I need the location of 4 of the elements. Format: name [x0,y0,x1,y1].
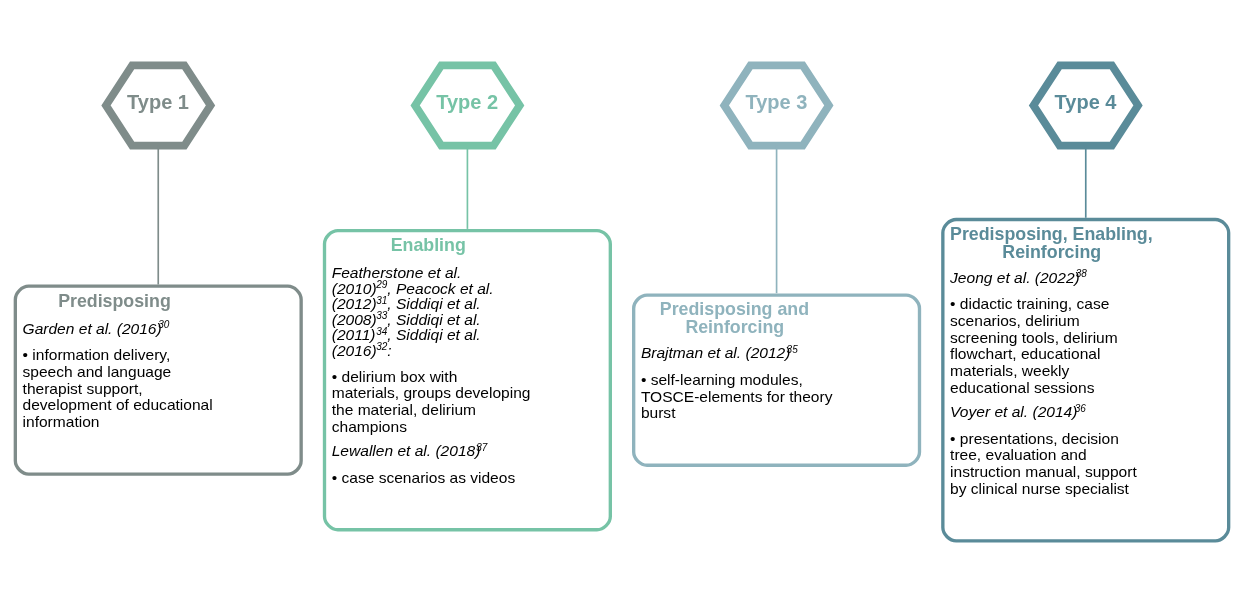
node-box: Predisposing, Enabling, Reinforcing Jeong et al. (2022)$^{38}$ • didactic training, case scenarios, delirium screening tools, delirium flowchart, educational materials, weekly educational sessions Voyer et al. (2014)$^{36}$ • presentations, decision tree, evaluation and instruction manual, support by clinical nurse specialist [941,217,1231,543]
node-box: Predisposing and Reinforcing Brajtman et al. (2012)$^{35}$ • self-learning modules, TOSCE-elements for theory burst [632,292,922,467]
node-box: Enabling Featherstone et al. (2010)$^{29}$, Peacock et al. (2012)$^{31}$, Siddiqi et al. (2008)$^{33}$, Siddiqi et al. (2011)$^{34}$, Siddiqi et al. (2016)$^{32}$: • delirium box with materials, groups developing the material, delirium champions Lewallen et al. (2018)$^{37}$ • case scenarios as videos [322,228,612,531]
node-box: Predisposing Garden et al. (2016)$^{30}$ • information delivery, speech and language therapist support, development of educational information [13,284,303,476]
